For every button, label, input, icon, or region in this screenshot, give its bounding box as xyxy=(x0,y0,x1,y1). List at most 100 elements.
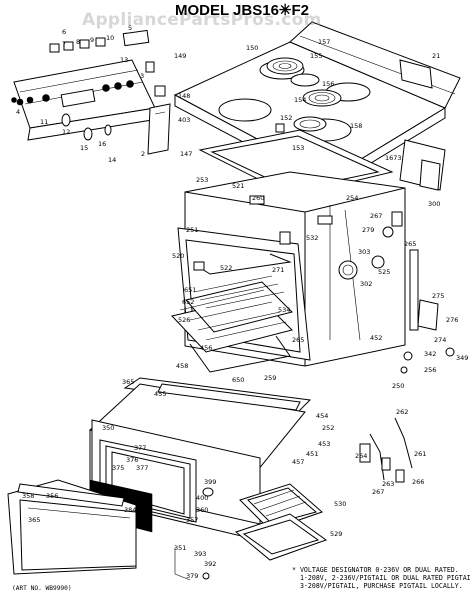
broiler-pan xyxy=(202,483,328,561)
part-number-label: 157 xyxy=(318,38,330,46)
part-number-label: 6 xyxy=(62,28,66,36)
part-number-label: 147 xyxy=(180,150,192,158)
part-number-label: 253 xyxy=(196,176,208,184)
part-number-label: 384 xyxy=(124,506,136,514)
watermark: AppliancePartsPros.com xyxy=(82,10,322,30)
part-number-label: 651 xyxy=(184,286,196,294)
part-number-label: 526 xyxy=(178,316,190,324)
part-number-label: 265 xyxy=(404,240,416,248)
part-number-label: 375 xyxy=(112,464,124,472)
part-number-label: 521 xyxy=(232,182,244,190)
part-number-label: 403 xyxy=(178,116,190,124)
part-number-label: 356 xyxy=(46,492,58,500)
part-number-label: 4 xyxy=(16,108,20,116)
part-number-label: 358 xyxy=(22,492,34,500)
part-number-label: 650 xyxy=(232,376,244,384)
part-number-label: 532 xyxy=(306,234,318,242)
part-number-label: 453 xyxy=(318,440,330,448)
part-number-label: 254 xyxy=(346,194,358,202)
art-number: (ART NO. WB9990) xyxy=(12,585,72,592)
part-number-label: 14 xyxy=(108,156,116,164)
part-number-label: 399 xyxy=(204,478,216,486)
part-number-label: 264 xyxy=(355,452,367,460)
part-number-label: 303 xyxy=(358,248,370,256)
part-number-label: 350 xyxy=(102,424,114,432)
part-number-label: 300 xyxy=(428,200,440,208)
part-number-label: 21 xyxy=(432,52,440,60)
part-number-label: 2 xyxy=(141,150,145,158)
part-number-label: 153 xyxy=(292,144,304,152)
part-number-label: 152 xyxy=(280,114,292,122)
control-panel xyxy=(11,29,171,155)
part-number-label: 15 xyxy=(80,144,88,152)
part-number-label: 454 xyxy=(316,412,328,420)
part-number-label: 456 xyxy=(200,344,212,352)
part-number-label: 455 xyxy=(154,390,166,398)
part-number-label: 154 xyxy=(294,96,306,104)
part-number-label: 158 xyxy=(350,122,362,130)
model-title: MODEL JBS16✳F2 xyxy=(175,2,309,19)
part-number-label: 458 xyxy=(176,362,188,370)
part-number-label: 451 xyxy=(306,450,318,458)
part-number-label: 342 xyxy=(424,350,436,358)
part-number-label: 251 xyxy=(186,226,198,234)
part-number-label: 267 xyxy=(372,488,384,496)
part-number-label: 149 xyxy=(174,52,186,60)
part-number-label: 457 xyxy=(292,458,304,466)
part-number-label: 266 xyxy=(412,478,424,486)
part-number-label: 302 xyxy=(360,280,372,288)
part-number-label: 148 xyxy=(178,92,190,100)
part-number-label: 392 xyxy=(204,560,216,568)
part-number-label: 8 xyxy=(76,38,80,46)
part-number-label: 529 xyxy=(330,530,342,538)
part-number-label: 365 xyxy=(122,378,134,386)
part-number-label: 267 xyxy=(370,212,382,220)
part-number-label: 452 xyxy=(370,334,382,342)
part-number-label: 360 xyxy=(196,506,208,514)
part-number-label: 260 xyxy=(252,194,264,202)
part-number-label: 155 xyxy=(310,52,322,60)
part-number-label: 400 xyxy=(196,494,208,502)
part-number-label: 652 xyxy=(182,298,194,306)
part-number-label: 11 xyxy=(40,118,48,126)
part-number-label: 520 xyxy=(172,252,184,260)
voltage-note: * VOLTAGE DESIGNATOR 0-236V OR DUAL RATE… xyxy=(292,566,471,591)
part-number-label: 351 xyxy=(174,544,186,552)
part-number-label: 377 xyxy=(136,464,148,472)
part-number-label: 16 xyxy=(98,140,106,148)
part-number-label: 252 xyxy=(322,424,334,432)
part-number-label: 274 xyxy=(434,336,446,344)
part-number-label: 276 xyxy=(446,316,458,324)
part-number-label: 150 xyxy=(246,44,258,52)
part-number-label: 365 xyxy=(28,516,40,524)
part-number-label: 263 xyxy=(382,480,394,488)
part-number-label: 357 xyxy=(186,516,198,524)
part-number-label: 275 xyxy=(432,292,444,300)
part-number-label: 250 xyxy=(392,382,404,390)
part-number-label: 5 xyxy=(128,24,132,32)
oven-racks xyxy=(171,253,293,373)
part-number-label: 3 xyxy=(140,72,144,80)
part-number-label: 7 xyxy=(62,40,66,48)
part-number-label: 534 xyxy=(278,306,290,314)
part-number-label: 259 xyxy=(264,374,276,382)
part-number-label: 262 xyxy=(396,408,408,416)
part-number-label: 279 xyxy=(362,226,374,234)
part-number-label: 10 xyxy=(106,34,114,42)
part-number-label: 377 xyxy=(134,444,146,452)
part-number-label: 349 xyxy=(456,354,468,362)
part-number-label: 9 xyxy=(90,36,94,44)
part-number-label: 271 xyxy=(272,266,284,274)
part-number-label: 525 xyxy=(378,268,390,276)
part-number-label: 530 xyxy=(334,500,346,508)
part-number-label: 156 xyxy=(322,80,334,88)
part-number-label: 12 xyxy=(62,128,70,136)
part-number-label: 376 xyxy=(126,456,138,464)
part-number-label: 13 xyxy=(120,56,128,64)
part-number-label: 393 xyxy=(194,550,206,558)
part-number-label: 256 xyxy=(424,366,436,374)
part-number-label: 522 xyxy=(220,264,232,272)
